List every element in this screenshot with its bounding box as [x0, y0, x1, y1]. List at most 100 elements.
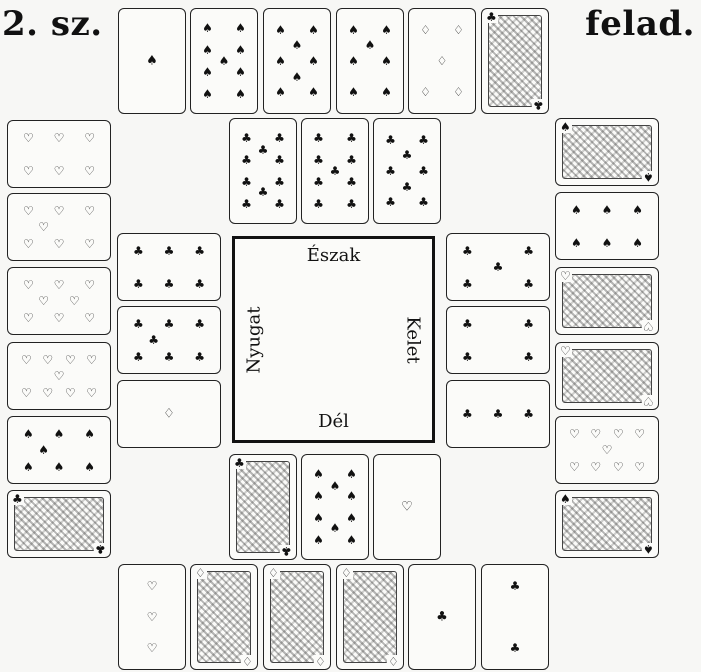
hearts-icon: ♡	[54, 370, 65, 382]
spades-icon: ♠	[235, 66, 246, 78]
card-east_outer-2: ♠♠♠♠♠♠	[555, 192, 659, 260]
hearts-icon: ♡	[84, 165, 95, 177]
spades-icon: ♠	[381, 86, 392, 98]
diamonds-icon: ♢	[340, 567, 353, 579]
clubs-icon: ♣	[258, 144, 269, 156]
clubs-icon: ♣	[148, 334, 159, 346]
card-north-3: ♠♠♠♠♠♠♠♠	[263, 8, 331, 114]
spades-icon: ♠	[146, 55, 158, 68]
hearts-icon: ♡	[23, 279, 34, 291]
clubs-icon: ♣	[194, 318, 205, 330]
hearts-icon: ♡	[54, 238, 65, 250]
card-east_outer-4: ♡♡	[555, 342, 659, 410]
clubs-icon: ♣	[418, 196, 429, 208]
spades-icon: ♠	[313, 512, 324, 524]
diamonds-icon: ♢	[163, 408, 175, 421]
spades-icon: ♠	[559, 493, 572, 505]
clubs-icon: ♣	[523, 351, 534, 363]
clubs-icon: ♣	[274, 154, 285, 166]
clubs-icon: ♣	[462, 278, 473, 290]
court-figure-icon	[562, 497, 652, 551]
clubs-icon: ♣	[241, 132, 252, 144]
spades-icon: ♠	[84, 461, 95, 473]
spades-icon: ♠	[202, 66, 213, 78]
card-north_inner-3: ♣♣♣♣♣♣♣♣	[373, 118, 441, 224]
hearts-icon: ♡	[65, 354, 76, 366]
card-north_inner-1: ♣♣♣♣♣♣♣♣♣♣	[229, 118, 297, 224]
card-east_inner-1: ♣♣♣♣♣	[446, 233, 550, 301]
hearts-icon: ♡	[590, 428, 601, 440]
hearts-icon: ♡	[84, 132, 95, 144]
court-figure-icon	[562, 125, 652, 179]
clubs-icon: ♣	[313, 176, 324, 188]
card-south-2: ♢♢	[190, 564, 258, 670]
clubs-icon: ♣	[402, 181, 413, 193]
clubs-icon: ♣	[241, 154, 252, 166]
card-north-2: ♠♠♠♠♠♠♠♠♠	[190, 8, 258, 114]
label-east-wrap: Kelet	[398, 239, 428, 440]
clubs-icon: ♣	[385, 134, 396, 146]
diamonds-icon: ♢	[453, 24, 464, 36]
clubs-icon: ♣	[462, 351, 473, 363]
card-west_outer-2: ♡♡♡♡♡♡♡	[7, 193, 111, 261]
clubs-icon: ♣	[462, 245, 473, 257]
hearts-icon: ♡	[559, 270, 572, 282]
clubs-icon: ♣	[133, 278, 144, 290]
clubs-icon: ♣	[485, 11, 498, 23]
diamonds-icon: ♢	[420, 24, 431, 36]
hearts-icon: ♡	[569, 461, 580, 473]
hearts-icon: ♡	[613, 461, 624, 473]
spades-icon: ♠	[23, 428, 34, 440]
hearts-icon: ♡	[21, 387, 32, 399]
spades-icon: ♠	[38, 444, 49, 456]
card-west_outer-3: ♡♡♡♡♡♡♡♡	[7, 267, 111, 335]
clubs-icon: ♣	[493, 261, 504, 273]
clubs-icon: ♣	[133, 318, 144, 330]
card-south_inner-3: ♡	[373, 454, 441, 560]
card-south-4: ♢♢	[336, 564, 404, 670]
spades-icon: ♠	[330, 522, 341, 534]
card-west_inner-3: ♢	[117, 380, 221, 448]
hearts-icon: ♡	[634, 428, 645, 440]
hearts-icon: ♡	[54, 312, 65, 324]
clubs-icon: ♣	[523, 318, 534, 330]
hearts-icon: ♡	[21, 354, 32, 366]
hearts-icon: ♡	[559, 345, 572, 357]
card-south-6: ♣♣	[481, 564, 549, 670]
card-south-1: ♡♡♡	[118, 564, 186, 670]
spades-icon: ♠	[84, 428, 95, 440]
card-north_inner-2: ♣♣♣♣♣♣♣♣♣	[301, 118, 369, 224]
spades-icon: ♠	[346, 512, 357, 524]
spades-icon: ♠	[202, 44, 213, 56]
hearts-icon: ♡	[54, 279, 65, 291]
spades-icon: ♠	[348, 24, 359, 36]
hearts-icon: ♡	[634, 461, 645, 473]
court-figure-icon	[236, 461, 290, 553]
label-west-wrap: Nyugat	[239, 239, 269, 440]
hearts-icon: ♡	[86, 354, 97, 366]
hearts-icon: ♡	[23, 238, 34, 250]
clubs-icon: ♣	[313, 132, 324, 144]
spades-icon: ♠	[346, 490, 357, 502]
clubs-icon: ♣	[418, 134, 429, 146]
spades-icon: ♠	[642, 171, 655, 183]
spades-icon: ♠	[219, 55, 230, 67]
clubs-icon: ♣	[346, 132, 357, 144]
spades-icon: ♠	[275, 86, 286, 98]
label-south: Dél	[235, 411, 432, 432]
clubs-icon: ♣	[94, 543, 107, 555]
spades-icon: ♠	[346, 534, 357, 546]
spades-icon: ♠	[642, 543, 655, 555]
spades-icon: ♠	[348, 86, 359, 98]
clubs-icon: ♣	[274, 132, 285, 144]
clubs-icon: ♣	[510, 580, 521, 592]
spades-icon: ♠	[275, 24, 286, 36]
diamonds-icon: ♢	[453, 86, 464, 98]
spades-icon: ♠	[202, 88, 213, 100]
hearts-icon: ♡	[23, 205, 34, 217]
page-title-right: felad.	[585, 4, 695, 44]
spades-icon: ♠	[308, 86, 319, 98]
spades-icon: ♠	[308, 55, 319, 67]
spades-icon: ♠	[235, 44, 246, 56]
card-west_inner-1: ♣♣♣♣♣♣	[117, 233, 221, 301]
